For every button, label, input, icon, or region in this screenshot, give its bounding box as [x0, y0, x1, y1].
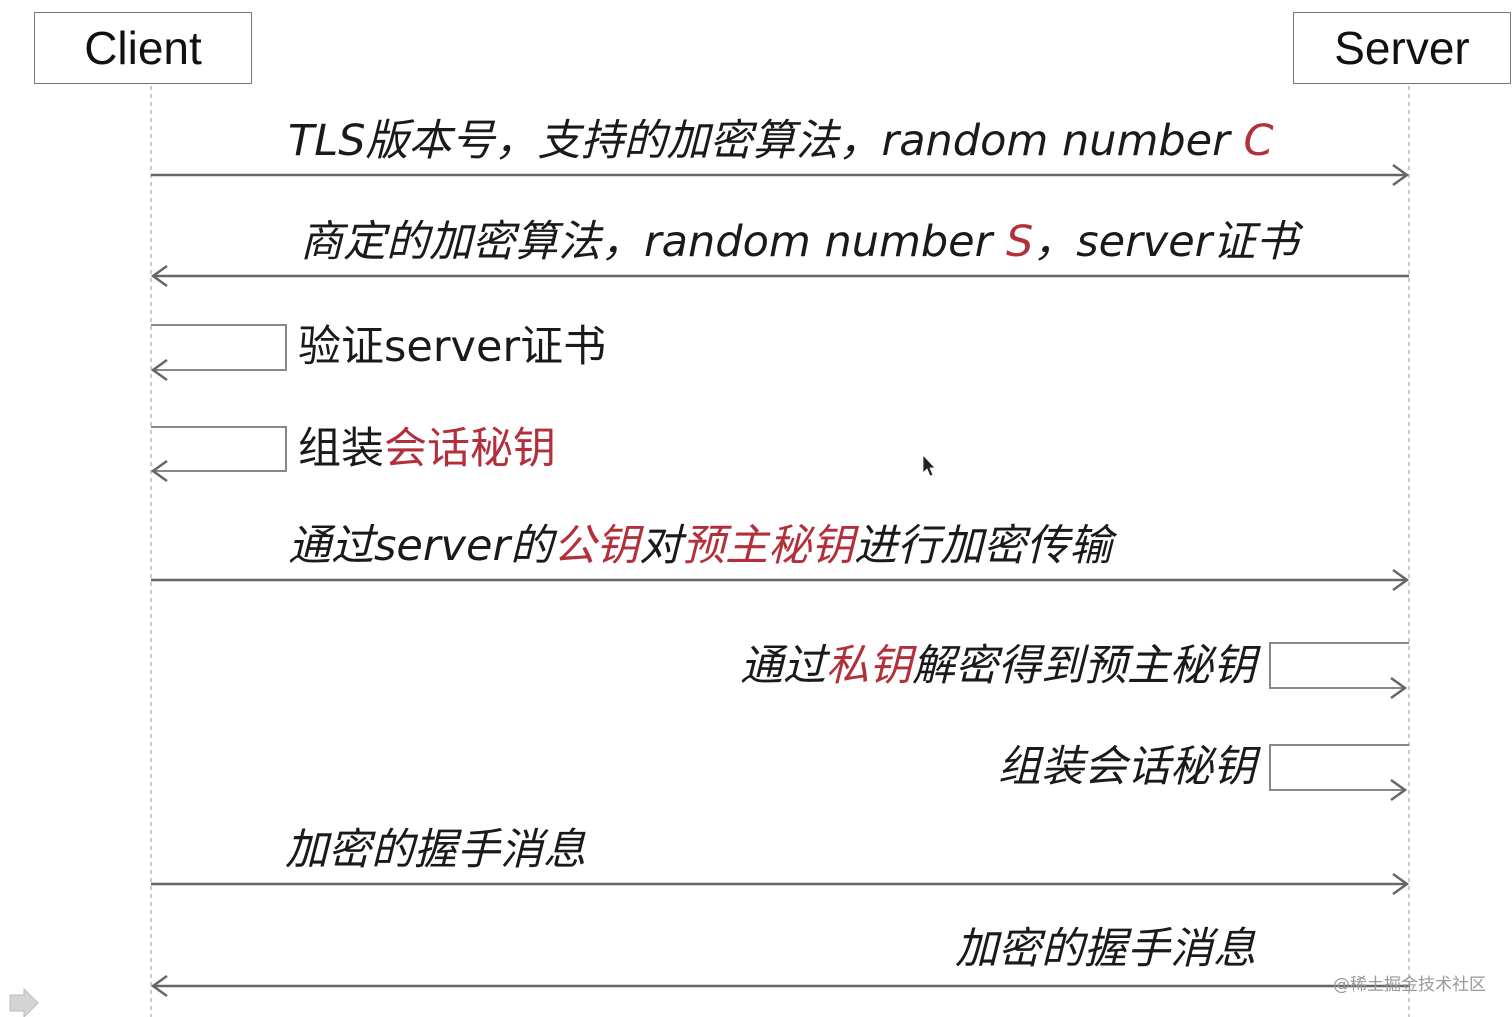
- message-label-2: 商定的加密算法，random number S，server证书: [300, 221, 1298, 264]
- server-participant-box: Server: [1293, 12, 1511, 84]
- message-label-5: 通过server的公钥对预主秘钥进行加密传输: [288, 525, 1112, 568]
- mouse-cursor-icon: [922, 453, 936, 477]
- self-loop-server-7: [1269, 744, 1409, 791]
- message-text-part: 对: [639, 521, 683, 571]
- message-text-part: S: [1005, 217, 1034, 267]
- server-label: Server: [1334, 22, 1470, 74]
- self-loop-client-4: [151, 426, 287, 472]
- message-text-part: 商定的加密算法，random number: [300, 217, 1006, 267]
- message-label-7: 组装会话秘钥: [998, 746, 1256, 789]
- arrowhead-5: [1392, 568, 1410, 592]
- message-label-3: 验证server证书: [298, 326, 606, 369]
- arrowhead-2: [150, 264, 168, 288]
- message-text-part: 加密的握手消息: [285, 825, 586, 875]
- message-text-part: 组装会话秘钥: [998, 742, 1256, 792]
- message-text-part: 组装: [298, 424, 384, 474]
- message-label-6: 通过私钥解密得到预主秘钥: [740, 645, 1256, 688]
- watermark: @稀土掘金技术社区: [1333, 975, 1486, 995]
- message-text-part: 私钥: [826, 641, 912, 691]
- arrowhead-7: [1390, 778, 1408, 802]
- arrowhead-4: [150, 459, 168, 483]
- message-text-part: TLS版本号，支持的加密算法，random number: [288, 116, 1244, 166]
- message-label-1: TLS版本号，支持的加密算法，random number C: [288, 120, 1273, 163]
- message-text-part: 进行加密传输: [854, 521, 1113, 571]
- message-label-4: 组装会话秘钥: [298, 428, 556, 471]
- arrowhead-9: [150, 974, 168, 998]
- message-text-part: 通过server的: [288, 521, 554, 571]
- message-text-part: 通过: [740, 641, 826, 691]
- message-text-part: 加密的握手消息: [955, 924, 1256, 974]
- self-loop-client-3: [151, 324, 287, 371]
- message-text-part: 解密得到预主秘钥: [912, 641, 1256, 691]
- message-text-part: 公钥: [553, 521, 640, 571]
- message-label-9: 加密的握手消息: [955, 928, 1256, 971]
- message-label-8: 加密的握手消息: [285, 829, 586, 872]
- client-label: Client: [84, 22, 202, 74]
- client-participant-box: Client: [34, 12, 252, 84]
- message-text-part: 验证server证书: [298, 322, 607, 372]
- message-text-part: C: [1243, 116, 1274, 166]
- arrowhead-1: [1392, 163, 1410, 187]
- arrowhead-6: [1390, 676, 1408, 700]
- message-text-part: ，server证书: [1033, 217, 1299, 267]
- message-text-part: 预主秘钥: [682, 521, 855, 571]
- arrowhead-8: [1392, 872, 1410, 896]
- message-text-part: 会话秘钥: [384, 424, 556, 474]
- self-loop-server-6: [1269, 642, 1409, 689]
- next-arrow-icon: [9, 987, 39, 1017]
- arrowhead-3: [150, 358, 168, 382]
